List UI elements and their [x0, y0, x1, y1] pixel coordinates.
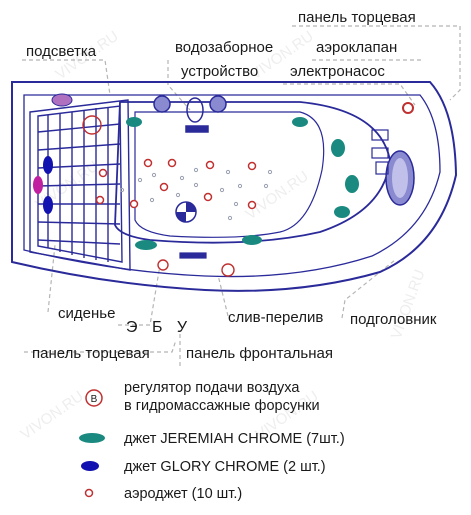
- label-water-intake-line2: устройство: [181, 63, 258, 80]
- headrest: [385, 150, 415, 206]
- label-lighting: подсветка: [26, 43, 97, 60]
- blue-jet-icon: [81, 461, 99, 471]
- label-headrest: подголовник: [350, 311, 437, 328]
- lighting: [33, 93, 102, 194]
- air-valve: [402, 102, 414, 114]
- legend-text: в гидромассажные форсунки: [124, 398, 320, 414]
- legend-item-aerojet: аэроджет (10 шт.): [84, 486, 242, 502]
- leader-end-panel-top: [292, 25, 461, 101]
- label-air-valve: аэроклапан: [316, 39, 397, 56]
- legend-text: джет GLORY CHROME (2 шт.): [124, 459, 326, 475]
- electric-pump: [371, 129, 389, 175]
- legend-text: джет JEREMIAH CHROME (7шт.): [124, 431, 345, 447]
- leader-drain: [217, 274, 229, 317]
- bathtub-inner-rim: [23, 94, 441, 278]
- aerojet-icon: [84, 488, 94, 498]
- legend-text: регулятор подачи воздуха: [124, 380, 300, 396]
- legend-item-glory: джет GLORY CHROME (2 шт.): [81, 459, 326, 475]
- leader-water-intake: [167, 60, 191, 111]
- label-front-panel: панель фронтальная: [186, 345, 333, 362]
- seat-grid: [29, 99, 131, 271]
- label-electric-pump: электронасос: [290, 63, 385, 80]
- jets-jeremiah: [126, 117, 359, 250]
- label-ebu: Э Б У: [126, 319, 192, 336]
- legend-item-air-regulator: B регулятор подачи воздуха в гидромассаж…: [85, 380, 320, 414]
- labels: панель торцевая подсветка водозаборное у…: [26, 9, 437, 362]
- jets-glory: [43, 156, 53, 214]
- bathtub-basin-inner: [134, 111, 325, 238]
- drain-overflow: [179, 252, 207, 259]
- leader-ebu: [118, 264, 161, 326]
- aerojets: [95, 158, 257, 210]
- label-water-intake: водозаборное: [175, 39, 273, 56]
- label-seat: сиденье: [58, 305, 115, 322]
- bathtub-outer-rim: [11, 81, 458, 292]
- bathtub-basin: [114, 101, 391, 244]
- control-unit: [175, 201, 197, 223]
- leader-electric-pump: [283, 83, 416, 106]
- water-intake-device: [153, 95, 227, 133]
- legend: B регулятор подачи воздуха в гидромассаж…: [79, 380, 345, 502]
- label-drain-overflow: слив-перелив: [228, 309, 323, 326]
- air-regulator-icon: [85, 389, 103, 407]
- watermark: VIVON.RU: [243, 168, 312, 224]
- watermark: VIVON.RU: [388, 267, 429, 341]
- watermark: VIVON.RU: [18, 388, 87, 444]
- label-end-panel-bottom: панель торцевая: [32, 345, 150, 362]
- leader-end-panel-bottom: [24, 339, 177, 353]
- air-regulator-icon-letter: B: [91, 394, 98, 405]
- legend-item-jeremiah: джет JEREMIAH CHROME (7шт.): [79, 431, 345, 447]
- teal-jet-icon: [79, 433, 105, 443]
- leader-lighting: [22, 59, 111, 96]
- air-regulators: [157, 259, 235, 277]
- small-dots: [119, 167, 273, 221]
- legend-text: аэроджет (10 шт.): [124, 486, 242, 502]
- label-end-panel-top: панель торцевая: [298, 9, 416, 26]
